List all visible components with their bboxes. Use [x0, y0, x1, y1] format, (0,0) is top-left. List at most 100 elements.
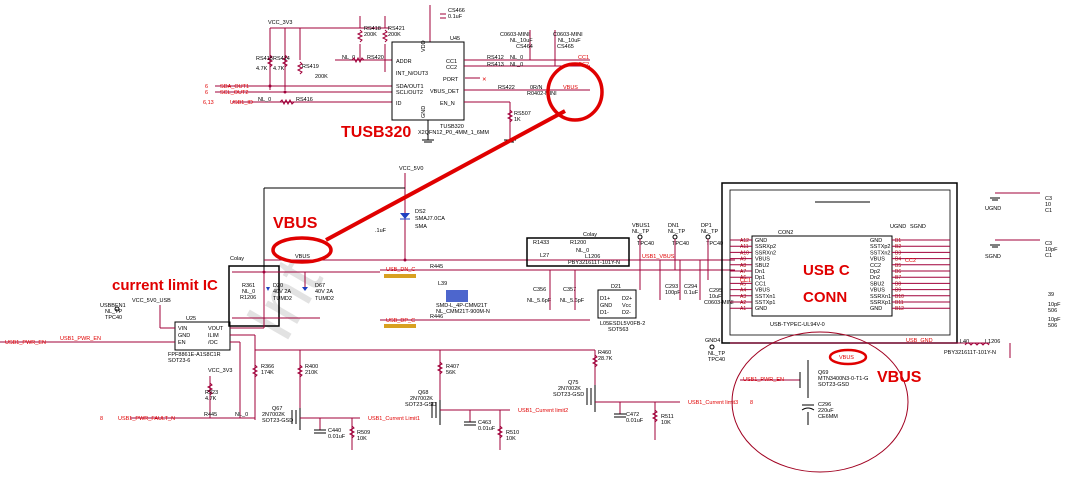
pin-cc2: CC2	[446, 65, 457, 71]
con-right-pin-1: SSTXp2	[870, 244, 890, 250]
net-usb1-id: USB1_ID	[230, 100, 253, 106]
limit-pin-oc: /OC	[208, 340, 218, 346]
con-right-pin-2: SSTXn2	[870, 250, 890, 256]
c463-val: 0.01uF	[478, 426, 496, 432]
tp-dp1-t: TPC40	[706, 241, 723, 247]
ds2-ref: DS2	[415, 209, 426, 215]
c295-val: 10uF	[709, 294, 722, 300]
vbus-switch: VBUS VBUS USB1_PWR_EN 8 Q69 MTN3400N3-0-…	[731, 331, 1011, 473]
rs422-val: 0R/N	[530, 85, 543, 91]
con-right-num-0: B1	[895, 238, 901, 244]
d21-ref: D21	[611, 284, 621, 290]
con2-part: USB-TYPEC-UL94V-0	[770, 322, 825, 328]
l39-ref: L39	[438, 281, 447, 287]
c3-val: 10	[1045, 202, 1051, 208]
rs418-ref: RS418	[364, 26, 381, 32]
d20-val: 40V 2A	[273, 289, 291, 295]
rs413-ref: RS413	[487, 62, 504, 68]
current-limit-fets: R366 174K R400 210K Q67 2N7002K SOT23-GS…	[251, 349, 738, 450]
con2-ref: CON2	[778, 230, 793, 236]
limit-pin-vout: VOUT	[208, 326, 224, 332]
q67-pkg: SOT23-GSD	[262, 418, 293, 424]
right-10pf-a: 10pF	[1048, 302, 1061, 308]
limit-pin-vin: VIN	[178, 326, 187, 332]
c1b-ref: C1	[1045, 253, 1052, 259]
r1206-label: R1206	[240, 295, 256, 301]
vbus-annotation-right: VBUS	[877, 369, 922, 386]
con-right-num-10: B11	[895, 300, 904, 306]
con-right-num-6: B7	[895, 275, 901, 281]
vbus-ellipse-right	[828, 348, 868, 366]
right-edge: UGND SGND C3 10 C1 C3 10pF C1 39 10pF 50…	[985, 192, 1061, 329]
nl0-cc1: NL_0	[510, 55, 523, 61]
q67-ref: Q67	[272, 406, 282, 412]
rs412-ref: RS412	[487, 55, 504, 61]
rs419-val: 200K	[315, 74, 328, 80]
cs465-val: NL_10uF	[558, 38, 581, 44]
tp-dn1: DN1	[668, 223, 679, 229]
r509-val: 10K	[357, 436, 367, 442]
con-right-pin-8: VBUS	[870, 288, 885, 294]
port-x: ✕	[482, 77, 487, 83]
con-right-num-11: B12	[895, 306, 904, 312]
d67-ref: D67	[315, 283, 325, 289]
d67-val: 40V 2A	[315, 289, 333, 295]
con-left-pin-0: GND	[755, 238, 767, 244]
ugnd-right: UGND	[985, 206, 1001, 212]
r400-val: 210K	[305, 370, 318, 376]
rs418-val: 200K	[364, 32, 377, 38]
d21-pin6: D2-	[622, 310, 631, 316]
u25-ref: U25	[186, 316, 196, 322]
l40-val: PBY321611T-101Y-N	[944, 350, 996, 356]
con-right-num-7: B8	[895, 281, 901, 287]
r460-val: 28.7K	[598, 356, 613, 362]
con-right-pin-10: SSRXp1	[870, 300, 891, 306]
tusb320-part: TUSB320	[440, 124, 464, 130]
c472-val: 0.01uF	[626, 418, 644, 424]
cs465-pkg: C0603-MINI	[553, 32, 583, 38]
r445b-ref: R445	[430, 264, 443, 270]
cs464-pkg: C0603-MINI	[500, 32, 530, 38]
usb-gnd-net: USB_GND	[906, 338, 933, 344]
rs420-ref: RS420	[367, 55, 384, 61]
con-right-num-1: B2	[895, 244, 901, 250]
rs421-ref: RS421	[388, 26, 405, 32]
r460-ref: R460	[598, 350, 611, 356]
rs414-ref: RS414	[273, 56, 290, 62]
tp-dp1-nl: NL_TP	[701, 229, 718, 235]
sgnd-right: SGND	[985, 254, 1001, 260]
cs466-ref: CS466	[448, 8, 465, 14]
c3b-ref: C3	[1045, 241, 1052, 247]
vbus-switch-net: VBUS	[839, 355, 854, 361]
d21-pkg: SOT563	[608, 327, 628, 333]
conn-annotation: CONN	[803, 289, 847, 306]
q68-pkg: SOT23-GSD	[405, 402, 436, 408]
con-left-pins: GNDA12SSRXp2A11SSRXn2A10VBUSA9SBU2A8Dn1A…	[730, 238, 776, 312]
vcc-usb-label: VCC_5V0_USB	[132, 298, 171, 304]
l39-val2: NL_CMM21T-900M-N	[436, 309, 490, 315]
c463-ref: C463	[478, 420, 491, 426]
net-sda-out1: SDA_OUT1	[220, 84, 249, 90]
rs414-val: 4.7K	[273, 66, 285, 72]
current-limit-block: current limit IC VCC_5V0_USB USBBEN1 NL_…	[0, 270, 265, 422]
pin-en-n: EN_N	[440, 101, 455, 107]
net-scl-out2: SCL_OUT2	[220, 90, 248, 96]
ds2-pkg: SMA	[415, 224, 427, 230]
net-usb1-vbus: USB1_VBUS	[642, 254, 675, 260]
cl1-net: USB1_Current Limit1	[368, 416, 420, 422]
gnd4-t: TPC40	[708, 357, 725, 363]
c472-ref: C472	[626, 412, 639, 418]
rs416-ref: RS416	[296, 97, 313, 103]
right-10pf-b: 10pF	[1048, 317, 1061, 323]
con-right-pin-3: VBUS	[870, 257, 885, 263]
vbus-section: VCC_5V0 DS2 SMAJ7.0CA SMA .1uF VBUS Cola…	[228, 166, 735, 327]
rs507-val: 1K	[514, 117, 521, 123]
q69-ref: Q69	[818, 370, 828, 376]
r400-ref: R400	[305, 364, 318, 370]
c296-ref: C296	[818, 402, 831, 408]
r223-val: 4.7K	[205, 396, 217, 402]
con-left-num-1: A11	[740, 244, 749, 250]
con-cc1-net: CC1	[740, 278, 751, 284]
r445-ref: R445	[204, 412, 217, 418]
